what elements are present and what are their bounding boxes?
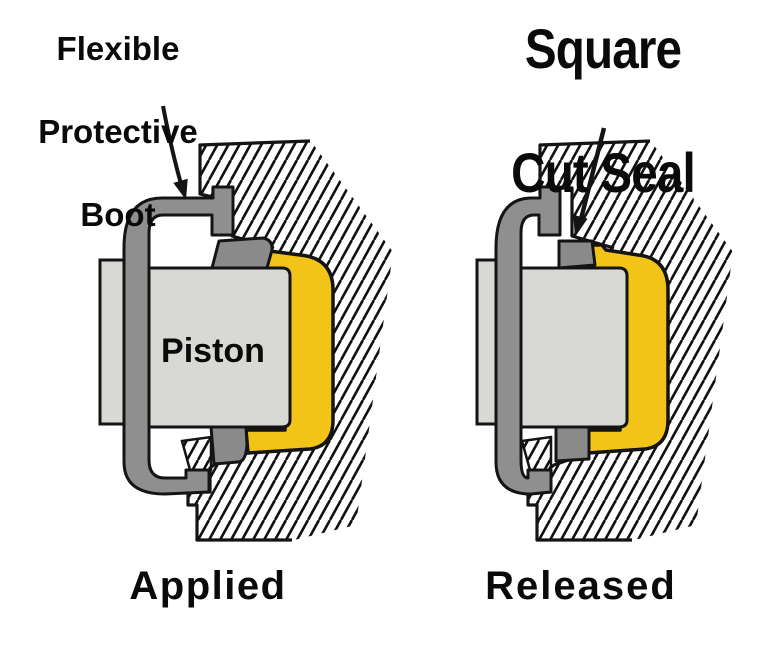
seal-label-line2: Cut Seal	[511, 141, 696, 204]
seal-callout-label: Square Cut Seal	[476, 18, 731, 204]
square-cut-seal-top-right	[557, 239, 597, 270]
state-label-released: Released	[485, 564, 677, 608]
boot-label-line1: Flexible	[56, 30, 180, 67]
boot-label-line3: Boot	[80, 196, 156, 233]
boot-label-arrow	[161, 105, 188, 200]
seal-label-arrow	[573, 127, 607, 237]
boot-callout-label: Flexible Protective Boot	[18, 28, 218, 236]
seal-label-line1: Square	[524, 17, 682, 80]
applied-diagram	[98, 139, 393, 542]
square-cut-seal-bottom-left	[209, 425, 249, 466]
boot-arrow-line	[161, 105, 183, 185]
square-cut-seal-bottom-right	[554, 425, 591, 463]
dust-boot-left	[122, 185, 235, 496]
seal-groove-ridge-left	[180, 435, 213, 472]
boot-label-line2: Protective	[38, 113, 198, 150]
dust-boot-right	[494, 185, 562, 496]
boot-arrow-head	[173, 178, 188, 200]
caliper-body-right	[528, 140, 733, 541]
piston-label: Piston	[161, 332, 265, 370]
piston-body-right	[498, 266, 629, 429]
seal-groove-ridge-right	[520, 435, 553, 472]
piston-body-left	[141, 266, 292, 429]
state-label-applied: Applied	[129, 564, 287, 608]
square-cut-seal-top-left	[210, 236, 274, 270]
released-diagram	[475, 139, 733, 542]
seal-arrow-line	[578, 127, 607, 220]
seal-arrow-head	[573, 214, 588, 237]
